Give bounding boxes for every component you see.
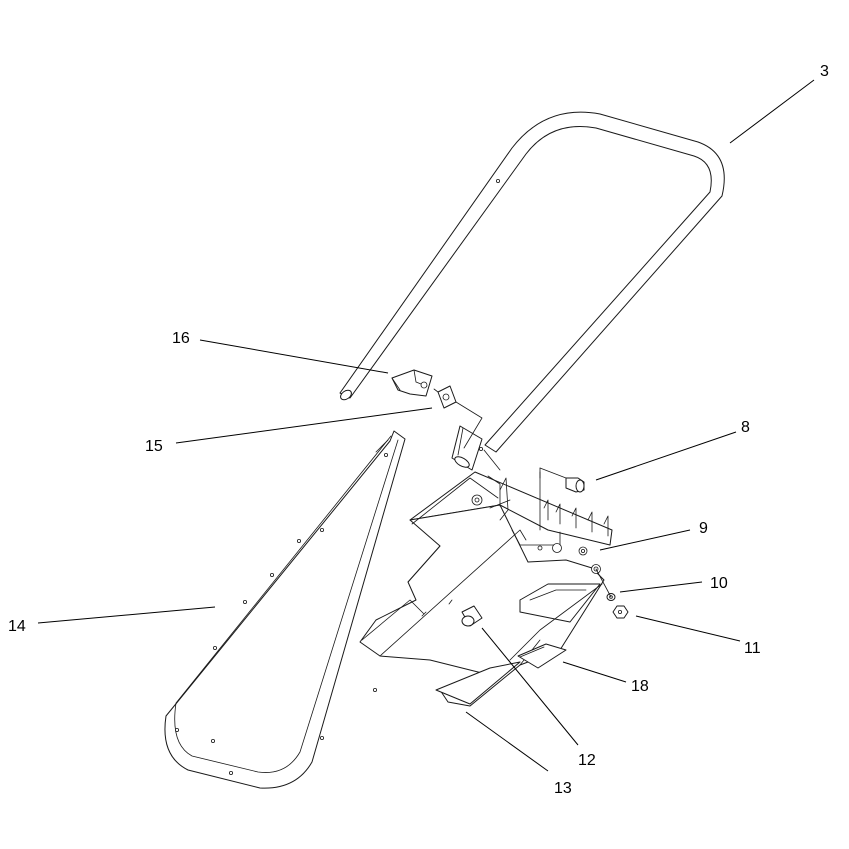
decal — [517, 643, 567, 669]
clip — [391, 369, 433, 397]
leader-9 — [599, 529, 691, 551]
nut — [612, 605, 629, 619]
callout-14: 14 — [8, 618, 26, 635]
spacer — [437, 385, 457, 409]
callout-8: 8 — [741, 419, 750, 436]
callout-13: 13 — [554, 780, 572, 797]
leader-18 — [562, 661, 627, 683]
upper-handle — [339, 111, 725, 471]
bolt — [539, 467, 585, 493]
handle-bracket — [359, 471, 613, 707]
callout-3: 3 — [820, 63, 829, 80]
leader-15 — [175, 407, 433, 444]
leader-10 — [619, 581, 703, 593]
callout-15: 15 — [145, 438, 163, 455]
callout-10: 10 — [710, 575, 728, 592]
leader-13 — [465, 711, 549, 772]
callout-9: 9 — [699, 520, 708, 537]
callout-12: 12 — [578, 752, 596, 769]
lower-handle — [164, 430, 406, 789]
callout-16: 16 — [172, 330, 190, 347]
leader-3 — [729, 79, 815, 144]
callout-labels: 3 16 15 8 9 10 11 18 12 13 14 — [8, 63, 829, 797]
assembly-lines — [433, 388, 612, 598]
callout-18: 18 — [631, 678, 649, 695]
callout-11: 11 — [744, 640, 761, 657]
leader-14 — [37, 606, 216, 624]
leader-16 — [199, 339, 389, 374]
leader-8 — [595, 431, 737, 481]
knob — [461, 605, 483, 627]
leader-12 — [481, 627, 579, 746]
leader-lines — [37, 79, 815, 772]
leader-11 — [635, 615, 741, 642]
